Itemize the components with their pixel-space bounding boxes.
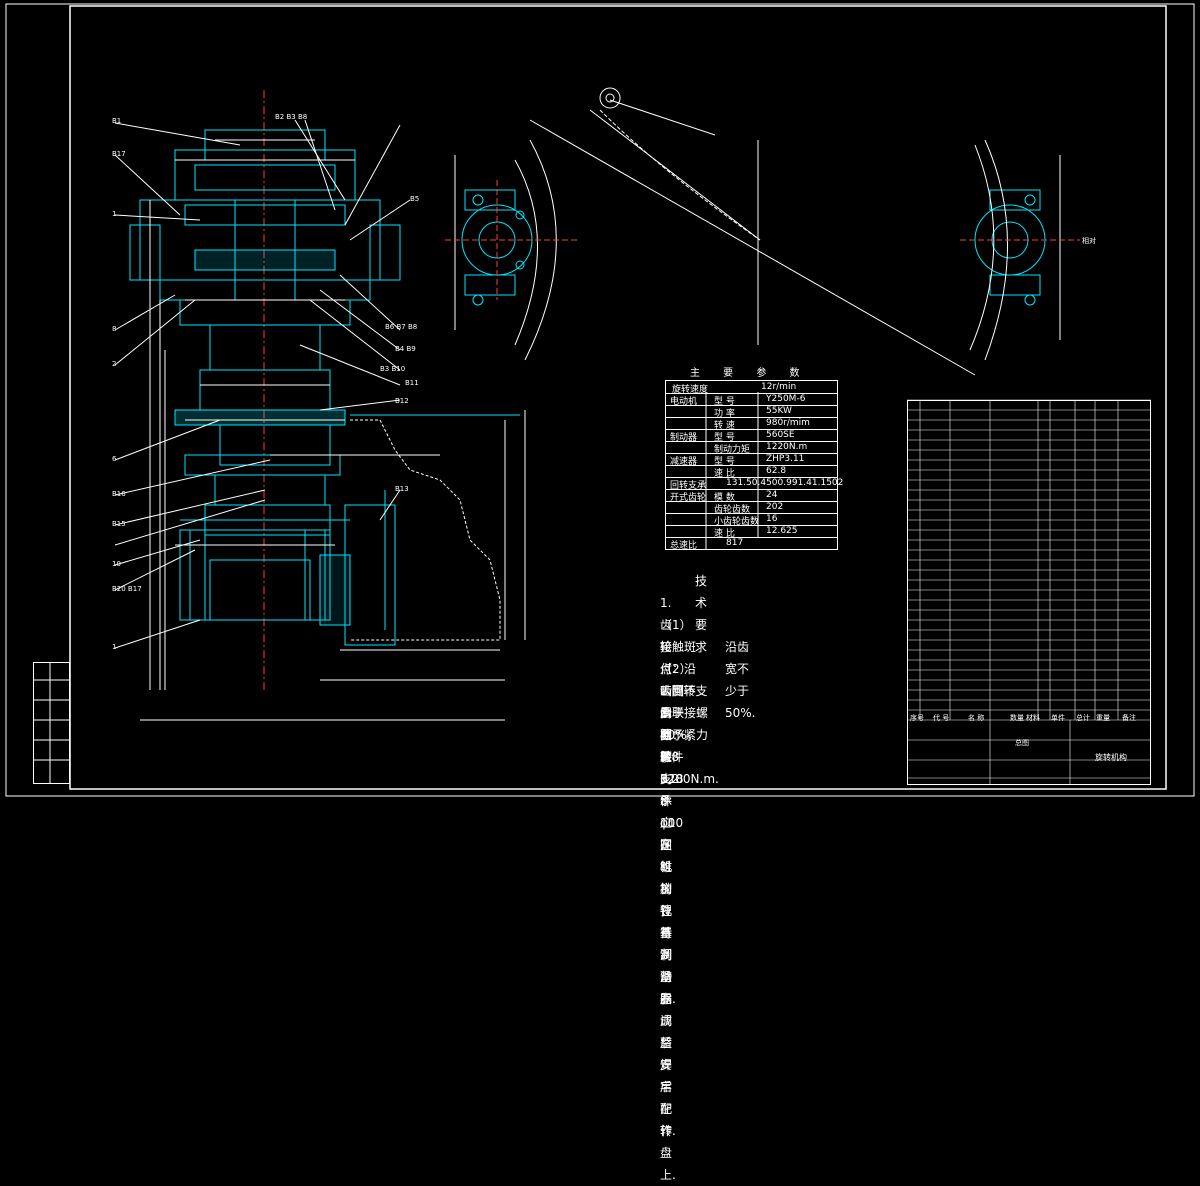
drawing-border — [69, 5, 1167, 790]
bom-footer-cell: 单件 — [1051, 714, 1065, 722]
params-header-label: 旋转速度 — [672, 385, 709, 395]
callout-label: 2 — [112, 360, 117, 368]
params-header-value: 12r/min — [761, 382, 797, 392]
params-row: 开式齿轮模 数 24 — [666, 489, 837, 503]
bom-grid — [907, 399, 1151, 785]
bom-footer-cell: 数量 — [1010, 714, 1024, 722]
callout-label: B2 B3 B8 — [275, 113, 308, 121]
params-row: 电动机 型 号 Y250M-6 — [666, 393, 837, 407]
params-row: 总速比 817 — [666, 537, 837, 551]
right-label: 相对 — [1082, 237, 1096, 245]
bom-footer-cell: 序号 — [910, 714, 924, 722]
requirement-line: （1）接触斑点：沿齿高不少于40%； — [660, 618, 699, 742]
requirement-line: 5.件B18 8-φ10圆锥销孔待制动器调整安后配作. — [660, 750, 684, 1138]
callout-label: B4 B9 — [395, 345, 416, 353]
params-label: 模 数 — [714, 493, 735, 503]
params-value: 55KW — [766, 406, 792, 416]
params-value: 980r/mim — [766, 418, 810, 428]
params-row: 回转支承 131.50.4500.991.41.1502 — [666, 477, 843, 491]
params-value: 24 — [766, 490, 778, 500]
callout-label: 8 — [112, 325, 117, 333]
bom-footer-cell: 名 称 — [968, 714, 985, 722]
requirement-line: 2.回转支承联接螺栓予紧力距3200N.m. — [660, 684, 719, 786]
callout-label: 1 — [112, 210, 117, 218]
params-label: 速 比 — [714, 529, 735, 539]
title-block-name: 旋转机构 — [1095, 753, 1127, 762]
params-value: 131.50.4500.991.41.1502 — [726, 478, 844, 488]
params-row: 功 率 55KW — [666, 405, 837, 419]
bom-footer-cell: 备注 — [1122, 714, 1136, 722]
requirement-line: 4.件6,件10在机构位置调整完成后焊牢在转盘上. — [660, 728, 676, 1182]
params-value: 560SE — [766, 430, 795, 440]
params-label: 小齿轮齿数 — [714, 517, 760, 527]
callout-label: 1 — [112, 643, 117, 651]
bom-footer-cell: 总计 — [1076, 714, 1090, 722]
callout-label: B6 B7 B8 — [385, 323, 418, 331]
params-label: 齿轮齿数 — [714, 505, 751, 515]
callout-label: B13 — [395, 485, 409, 493]
rotation-angle-diagram — [529, 87, 976, 376]
side-revision-tab — [33, 662, 70, 784]
requirement-line: （2）齿侧间隙：0.8-1.2. — [660, 662, 692, 786]
requirements-title: 技术要求 — [695, 574, 708, 654]
params-row: 小齿轮齿数 16 — [666, 513, 837, 527]
side-tab-lines — [33, 662, 70, 784]
params-row: 制动力矩 1220N.m — [666, 441, 837, 455]
callout-label: B20 B17 — [112, 585, 142, 593]
params-group: 开式齿轮 — [670, 493, 707, 503]
callout-label: 10 — [112, 560, 121, 568]
params-label: 制动力矩 — [714, 445, 751, 455]
callout-label: B16 — [112, 490, 126, 498]
title-block-drawing: 总图 — [1015, 739, 1029, 747]
bill-of-materials: 序号 代 号 名 称 数量材料 单件 总计重量 备注 — [907, 400, 1151, 785]
params-label: 型 号 — [714, 433, 735, 443]
params-group: 制动器 — [670, 433, 698, 443]
params-row: 转 速 980r/mim — [666, 417, 837, 431]
params-row: 齿轮齿数 202 — [666, 501, 837, 515]
params-label: 功 率 — [714, 409, 735, 419]
bom-footer-cell: 代 号 — [933, 714, 950, 722]
requirement-line: 3.回转支承应定时加锂基润滑脂. — [660, 706, 676, 1006]
callout-label: B1 — [112, 117, 122, 125]
params-group: 减速器 — [670, 457, 698, 467]
params-title: 主 要 参 数 — [690, 368, 810, 379]
callout-label: B11 — [405, 379, 419, 387]
params-value: 817 — [726, 538, 744, 548]
callout-label: B3 B10 — [380, 365, 406, 373]
params-value: 1220N.m — [766, 442, 808, 452]
requirement-line: 沿齿宽不少于50%. — [725, 640, 756, 720]
params-row: 减速器 型 号 ZHP3.11 — [666, 453, 837, 467]
cad-drawing-sheet — [5, 3, 1195, 797]
right-detail-view — [960, 139, 1080, 361]
callout-label: 6 — [112, 455, 117, 463]
requirement-line: 1.齿轮付啮合要求: — [660, 596, 677, 764]
params-group: 电动机 — [670, 397, 698, 407]
params-group: 总速比 — [670, 541, 698, 551]
bom-footer-cell: 重量 — [1096, 714, 1110, 722]
main-assembly-view — [114, 90, 526, 721]
params-value: Y250M-6 — [766, 394, 806, 404]
callout-label: B12 — [395, 397, 409, 405]
params-label: 转 速 — [714, 421, 735, 431]
params-label: 速 比 — [714, 469, 735, 479]
params-label: 型 号 — [714, 457, 735, 467]
params-value: ZHP3.11 — [766, 454, 805, 464]
params-row: 速 比 12.625 — [666, 525, 837, 539]
callout-label: B5 — [410, 195, 420, 203]
params-value: 202 — [766, 502, 784, 512]
callout-label: B15 — [112, 520, 126, 528]
params-value: 16 — [766, 514, 778, 524]
left-detail-view — [445, 139, 580, 361]
params-header: 旋转速度 12r/min — [666, 381, 837, 395]
params-value: 12.625 — [766, 526, 798, 536]
params-group: 回转支承 — [670, 481, 707, 491]
callout-label: B17 — [112, 150, 126, 158]
params-row: 速 比 62.8 — [666, 465, 837, 479]
params-value: 62.8 — [766, 466, 787, 476]
bom-footer-cell: 材料 — [1026, 714, 1040, 722]
params-label: 型 号 — [714, 397, 735, 407]
params-row: 制动器 型 号 560SE — [666, 429, 837, 443]
outer-frame — [5, 3, 1195, 797]
